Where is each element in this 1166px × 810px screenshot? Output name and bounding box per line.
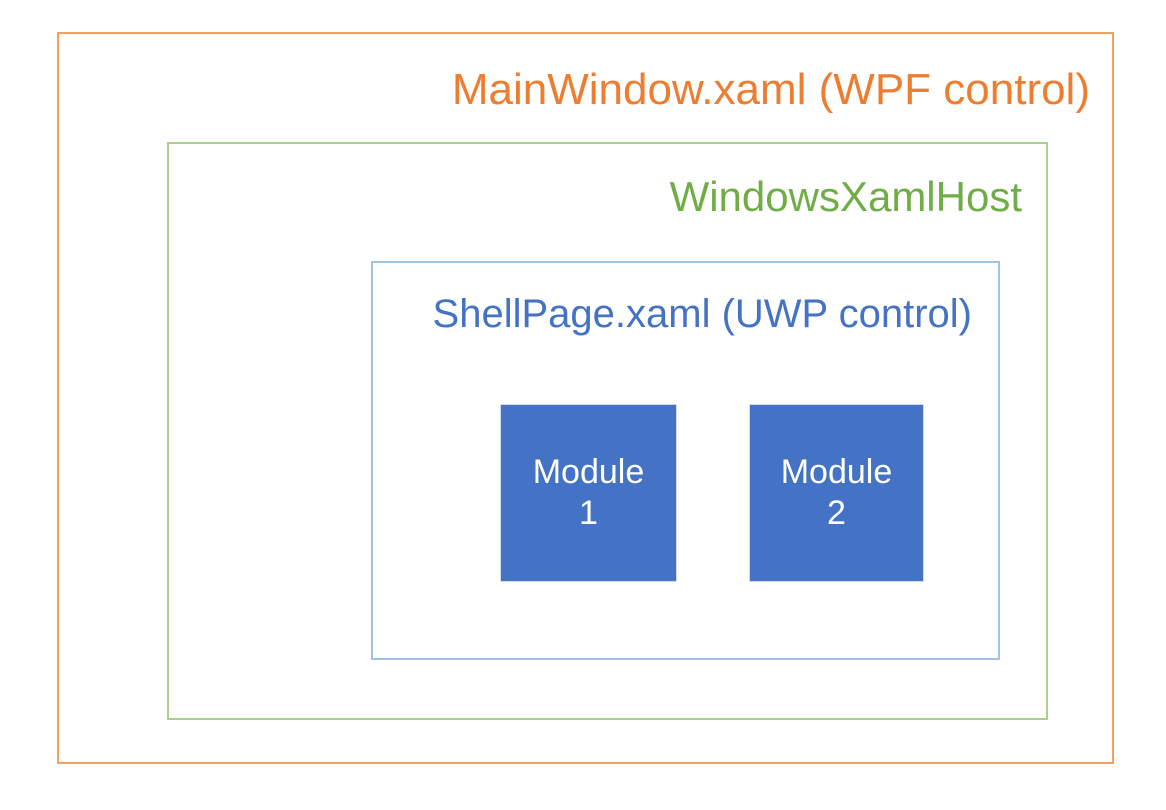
shellpage-xaml-container: ShellPage.xaml (UWP control) <box>371 261 1000 660</box>
module-2-box: Module 2 <box>749 404 924 582</box>
shellpage-xaml-label: ShellPage.xaml (UWP control) <box>432 292 972 336</box>
mainwindow-xaml-label: MainWindow.xaml (WPF control) <box>451 65 1090 114</box>
module-2-label-line2: 2 <box>827 494 846 532</box>
module-1-label-line1: Module <box>532 452 645 491</box>
module-1-label-line2: 1 <box>579 494 598 532</box>
windowsxamlhost-label: WindowsXamlHost <box>669 173 1022 220</box>
mainwindow-xaml-container: MainWindow.xaml (WPF control) <box>57 32 1114 764</box>
module-2-label-line1: Module <box>780 452 893 491</box>
windowsxamlhost-container: WindowsXamlHost <box>167 142 1048 720</box>
module-1-box: Module 1 <box>500 404 677 582</box>
